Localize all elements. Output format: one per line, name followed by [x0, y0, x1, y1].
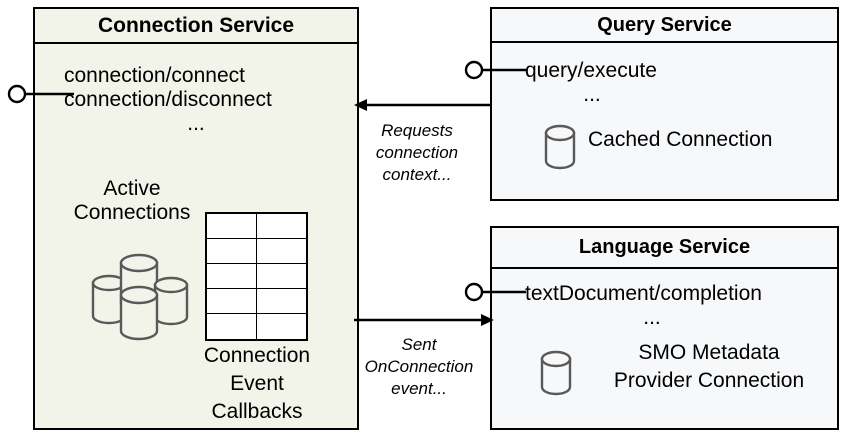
- table-cell: [256, 239, 306, 264]
- table-cell: [256, 214, 306, 239]
- connector-sent-onconnection-event: [354, 314, 494, 326]
- active-connections-cylinder-cluster: [91, 253, 189, 341]
- language-service-operations-ellipsis: ...: [643, 306, 661, 329]
- active-connections-label-line1: Active: [103, 177, 161, 200]
- connector-label-line1: Sent: [401, 335, 437, 354]
- table-cell: [256, 264, 306, 289]
- connector-requests-connection-context: [354, 99, 492, 111]
- query-service-title: Query Service: [492, 9, 837, 43]
- smo-metadata-provider-cylinder-icon: [540, 350, 572, 396]
- connection-service-operations-ellipsis: ...: [187, 112, 205, 135]
- connector-label-line3: context...: [382, 164, 452, 184]
- table-cell: [207, 289, 257, 314]
- connector-label-line1: Requests: [381, 121, 453, 140]
- connector-label-sent-onconnection-event: Sent OnConnection event...: [352, 334, 486, 399]
- connection-event-callbacks-label-line1: Connection: [203, 344, 311, 367]
- table-cell: [256, 314, 306, 339]
- connector-label-line2: OnConnection: [364, 356, 474, 376]
- operation-connection-disconnect: connection/disconnect: [64, 88, 272, 111]
- connection-event-callbacks-table: [205, 212, 308, 341]
- connector-label-line3: event...: [391, 378, 447, 398]
- table-cell: [207, 314, 257, 339]
- table-cell: [256, 289, 306, 314]
- query-service-body: query/execute ... Cached Connection: [492, 43, 837, 199]
- component-language-service[interactable]: Language Service textDocument/completion…: [490, 226, 839, 430]
- language-service-body: textDocument/completion ... SMO Metadata…: [492, 269, 837, 428]
- query-service-operations-ellipsis: ...: [583, 83, 601, 106]
- cached-connection-label: Cached Connection: [588, 128, 773, 151]
- connector-label-line2: connection: [375, 142, 459, 162]
- table-cell: [207, 264, 257, 289]
- operation-connection-connect: connection/connect: [64, 64, 245, 87]
- operation-textdocument-completion: textDocument/completion: [525, 282, 762, 305]
- smo-metadata-label-line2: Provider Connection: [613, 369, 805, 392]
- table-cell: [207, 239, 257, 264]
- component-connection-service[interactable]: Connection Service connection/connect co…: [33, 7, 359, 430]
- table-cell: [207, 214, 257, 239]
- component-query-service[interactable]: Query Service query/execute ... Cached C…: [490, 7, 839, 201]
- active-connections-label-line2: Connections: [73, 201, 191, 224]
- connection-service-title: Connection Service: [35, 9, 357, 44]
- connection-service-body: connection/connect connection/disconnect…: [35, 44, 357, 428]
- connection-event-callbacks-label-line2: Event: [230, 372, 284, 395]
- language-service-title: Language Service: [492, 228, 837, 269]
- operation-query-execute: query/execute: [525, 59, 657, 82]
- cached-connection-cylinder-icon: [544, 124, 576, 170]
- connection-event-callbacks-label-line3: Callbacks: [211, 400, 303, 423]
- connector-label-requests-connection-context: Requests connection context...: [352, 120, 482, 185]
- smo-metadata-label-line1: SMO Metadata: [638, 341, 780, 364]
